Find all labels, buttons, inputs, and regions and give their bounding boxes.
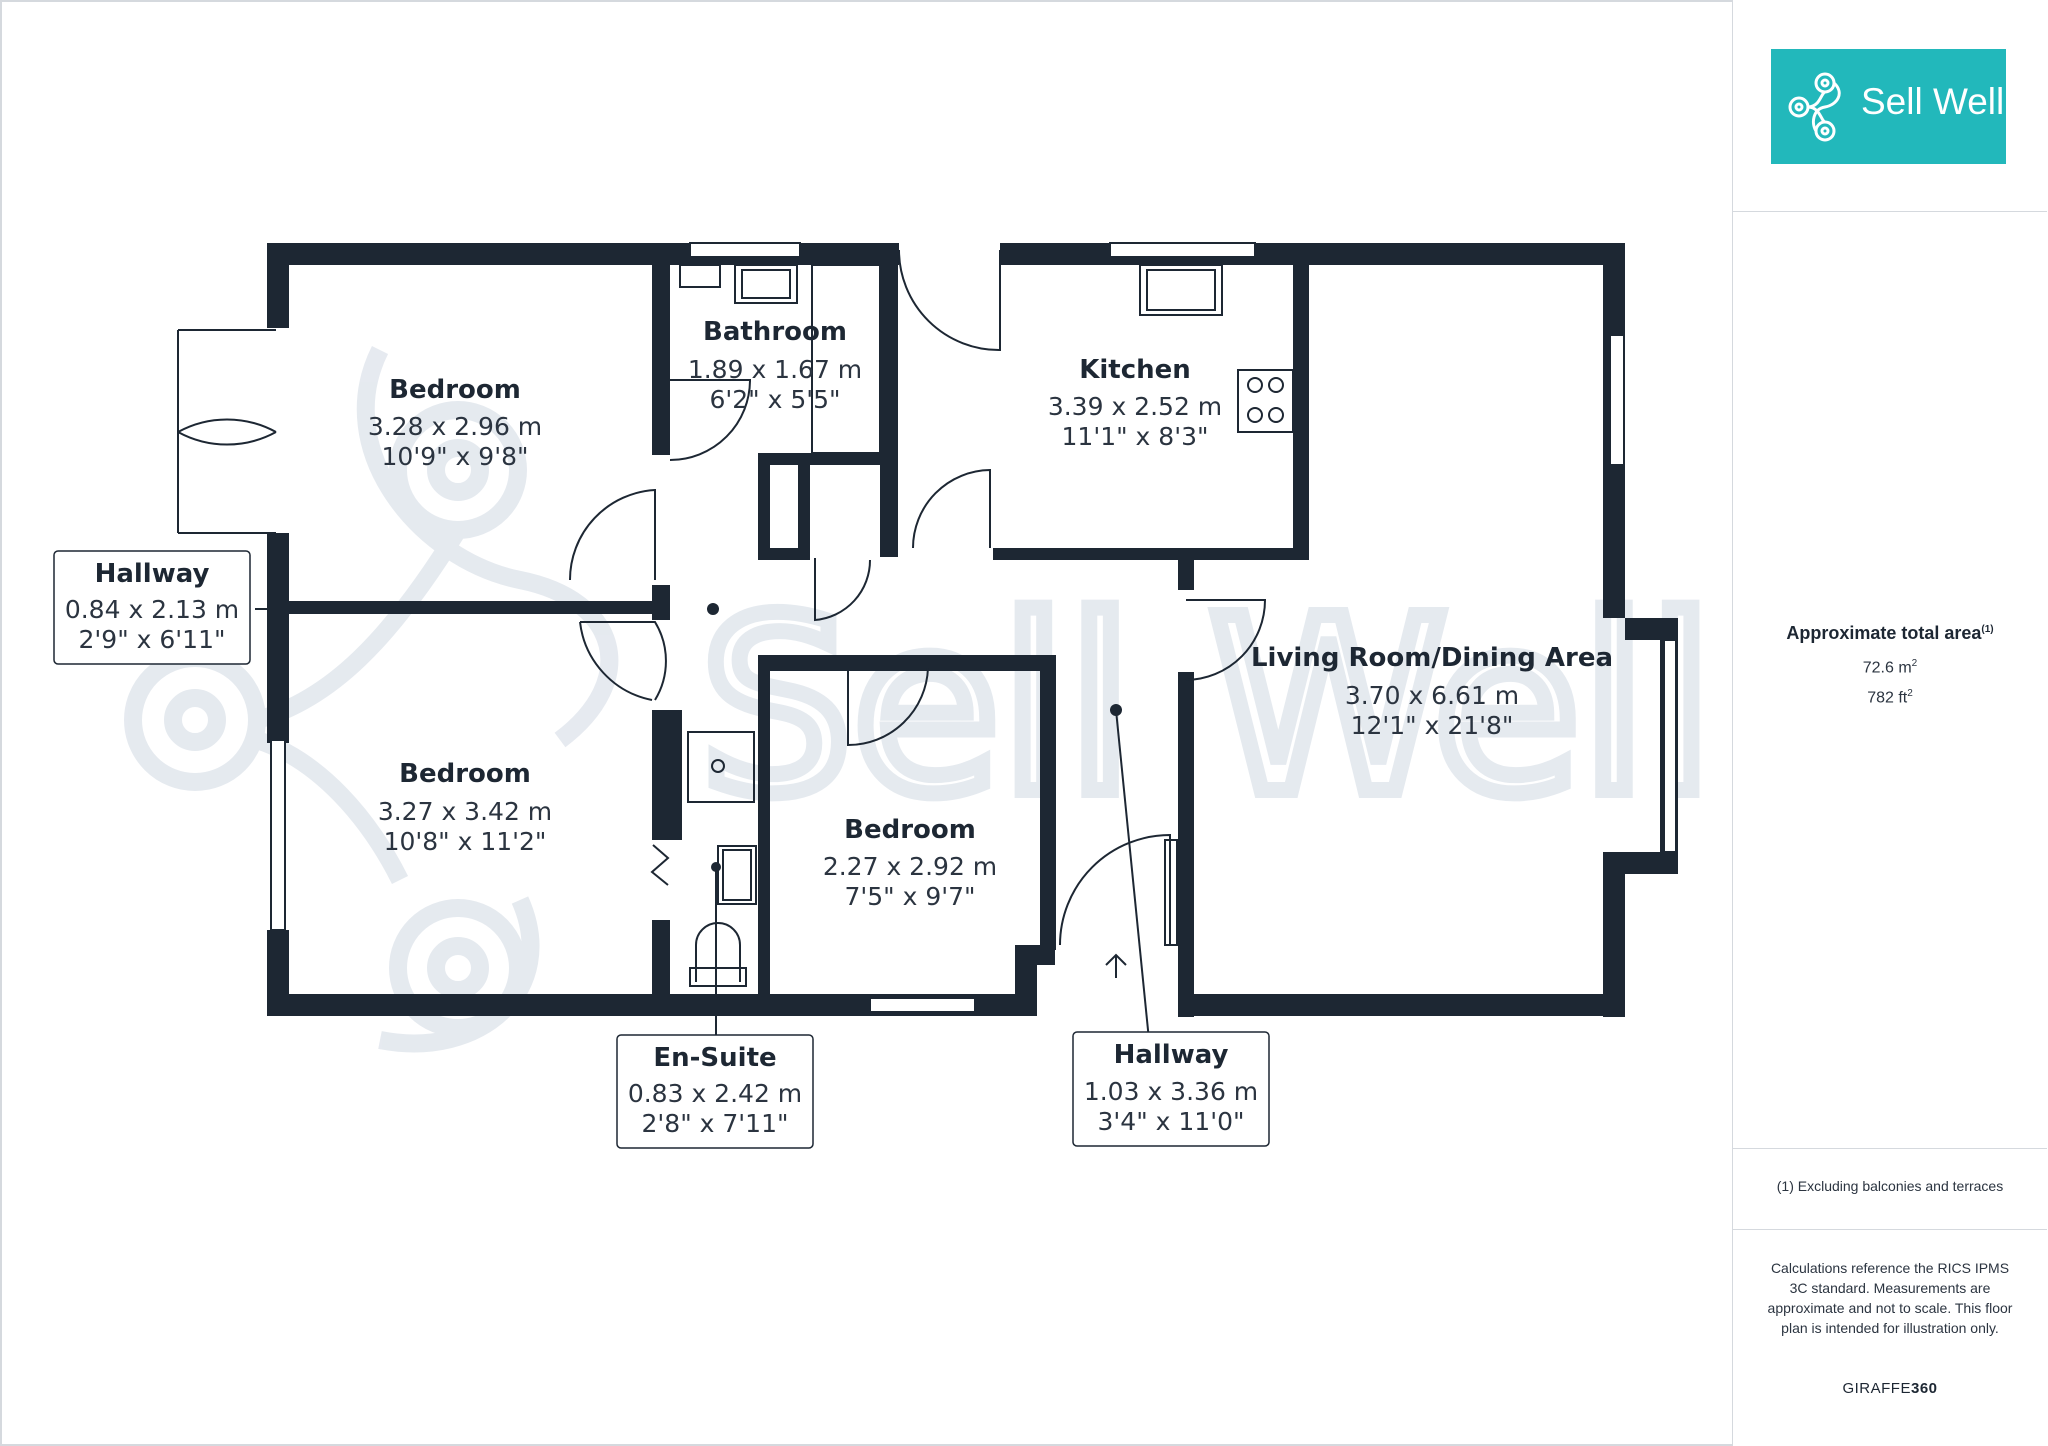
panel-divider [1733,211,2047,212]
svg-text:7'5" x 9'7": 7'5" x 9'7" [844,882,975,911]
svg-text:Living Room/Dining Area: Living Room/Dining Area [1251,643,1613,673]
svg-text:0.84 x 2.13 m: 0.84 x 2.13 m [65,595,239,624]
panel-divider [1733,1229,2047,1230]
svg-text:Hallway: Hallway [1114,1040,1229,1070]
svg-text:3'4" x 11'0": 3'4" x 11'0" [1098,1107,1245,1136]
room-kitchen-label: Kitchen 3.39 x 2.52 m 11'1" x 8'3" [1048,355,1222,451]
svg-text:3.39 x 2.52 m: 3.39 x 2.52 m [1048,392,1222,421]
svg-text:3.70 x 6.61 m: 3.70 x 6.61 m [1345,681,1519,710]
svg-text:Kitchen: Kitchen [1079,355,1191,385]
svg-text:2'9" x 6'11": 2'9" x 6'11" [79,625,226,654]
svg-text:Bedroom: Bedroom [844,815,976,845]
giraffe360-brand: GIRAFFE360 [1842,1380,1938,1397]
room-bathroom-label: Bathroom 1.89 x 1.67 m 6'2" x 5'5" [688,317,862,414]
fixtures [255,264,1294,1071]
calculation-note: Calculations reference the RICS IPMS 3C … [1767,1260,2013,1336]
svg-text:0.83 x 2.42 m: 0.83 x 2.42 m [628,1079,802,1108]
room-bedroom3-label: Bedroom 2.27 x 2.92 m 7'5" x 9'7" [823,815,997,911]
callout-hallway-main: Hallway 1.03 x 3.36 m 3'4" x 11'0" [1072,1031,1270,1147]
logo-icon [1788,72,1841,142]
svg-text:2.27 x 2.92 m: 2.27 x 2.92 m [823,852,997,881]
watermark [124,345,619,1053]
svg-text:1.03 x 3.36 m: 1.03 x 3.36 m [1084,1077,1258,1106]
svg-text:10'9" x 9'8": 10'9" x 9'8" [382,442,529,471]
area-footnote: (1) Excluding balconies and terraces [1776,1178,2004,1194]
floor-plan: Sell Well [0,0,1732,1446]
svg-text:6'2" x 5'5": 6'2" x 5'5" [709,385,840,414]
svg-text:12'1" x 21'8": 12'1" x 21'8" [1351,711,1514,740]
logo-text: Sell Well [1861,81,2005,122]
area-metric: 72.6 m2 [1862,658,1918,677]
windows [270,242,1677,1013]
watermark-text: Sell Well [700,567,1714,847]
svg-text:3.27 x 3.42 m: 3.27 x 3.42 m [378,797,552,826]
svg-text:10'8" x 11'2": 10'8" x 11'2" [384,827,547,856]
panel-divider [1733,1148,2047,1149]
room-bedroom2-label: Bedroom 3.27 x 3.42 m 10'8" x 11'2" [378,759,552,856]
callout-ensuite: En-Suite 0.83 x 2.42 m 2'8" x 7'11" [616,1034,814,1149]
callout-hallway-small: Hallway 0.84 x 2.13 m 2'9" x 6'11" [53,550,251,665]
room-living-label: Living Room/Dining Area 3.70 x 6.61 m 12… [1251,643,1613,740]
doors [177,249,1267,946]
svg-text:Bathroom: Bathroom [703,317,847,347]
info-panel: Sell Well Approximate total area(1) 72.6… [1732,0,2047,1446]
svg-text:2'8" x 7'11": 2'8" x 7'11" [642,1109,789,1138]
svg-text:Bedroom: Bedroom [389,375,521,405]
svg-text:En-Suite: En-Suite [653,1043,776,1073]
area-title: Approximate total area(1) [1786,623,1994,643]
brand-logo: Sell Well [1771,49,2006,164]
area-imperial: 782 ft2 [1867,688,1913,707]
svg-text:Hallway: Hallway [95,559,210,589]
svg-text:3.28 x 2.96 m: 3.28 x 2.96 m [368,412,542,441]
svg-text:Bedroom: Bedroom [399,759,531,789]
svg-text:11'1" x 8'3": 11'1" x 8'3" [1062,422,1209,451]
room-bedroom1-label: Bedroom 3.28 x 2.96 m 10'9" x 9'8" [368,375,542,471]
svg-text:1.89 x 1.67 m: 1.89 x 1.67 m [688,355,862,384]
